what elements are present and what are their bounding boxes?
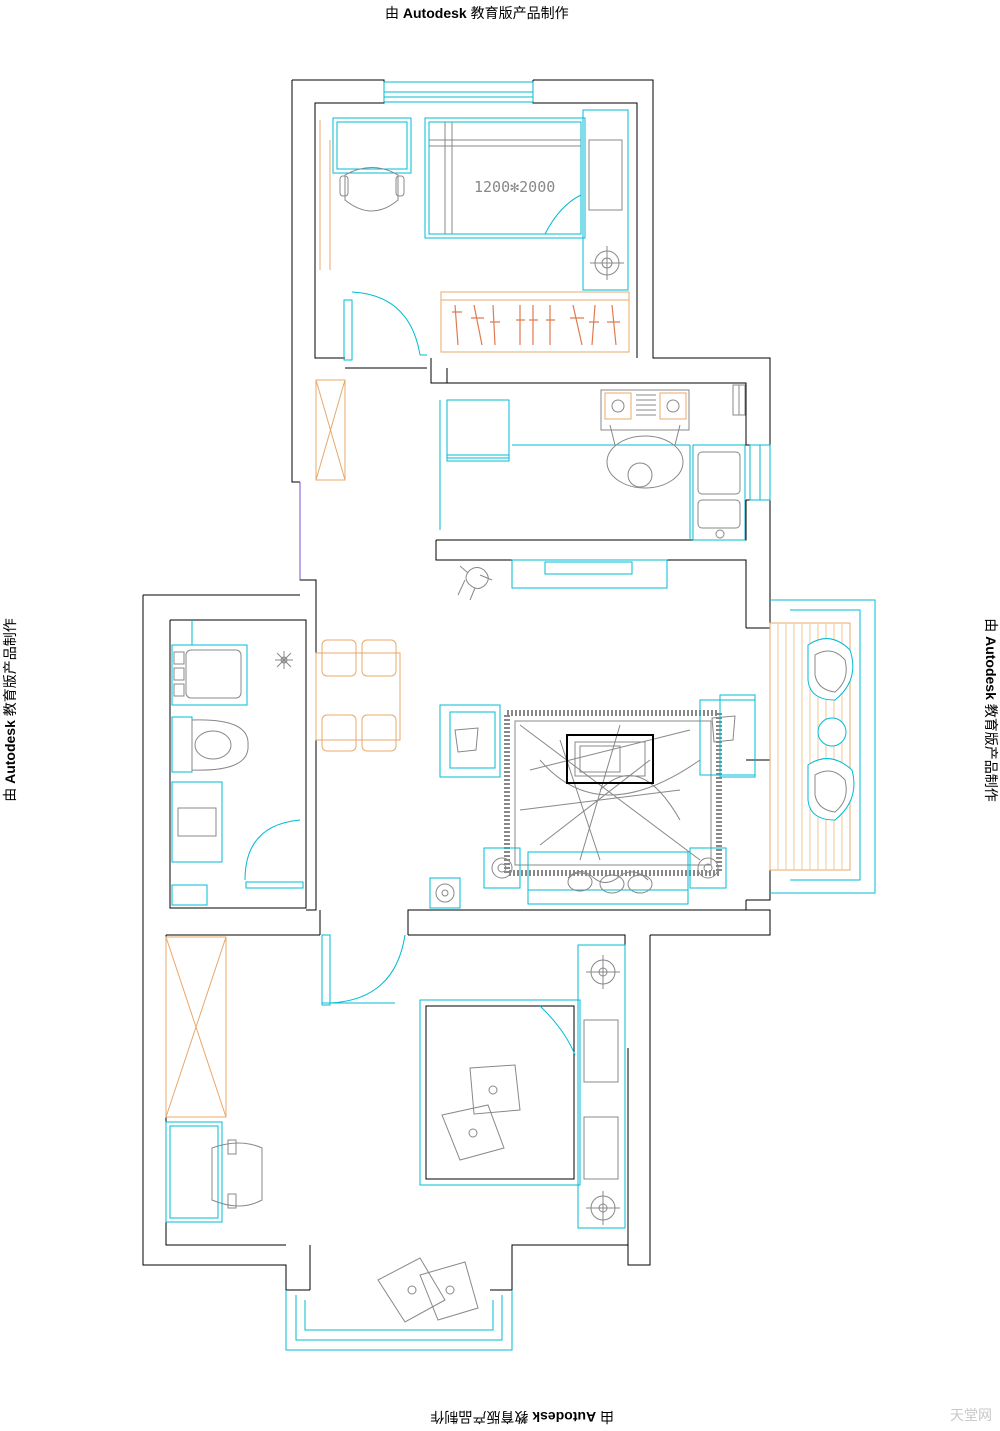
stamp-prefix: 由 <box>385 5 399 21</box>
dining-set <box>315 639 401 752</box>
balcony-east <box>769 622 855 871</box>
kitchen <box>439 384 746 541</box>
watermark-text: 天堂网 <box>950 1408 992 1424</box>
living-room <box>429 694 756 909</box>
plant-icon <box>457 565 493 601</box>
stamp-brand: Autodesk <box>402 5 467 21</box>
watermark-logo: 天堂网 <box>950 1405 992 1425</box>
corridor-cabinet <box>299 379 346 580</box>
balcony-south <box>377 1257 479 1323</box>
bed-size-label: 1200✻2000 <box>474 178 555 196</box>
exterior-walls <box>142 79 790 1291</box>
stamp-suffix: 教育版产品制作 <box>470 5 569 21</box>
lower-bedroom <box>165 934 626 1229</box>
edition-stamp-top: 由 Autodesk 教育版产品制作 <box>385 3 569 23</box>
bathroom <box>171 620 304 906</box>
wardrobe-top-room <box>440 291 630 353</box>
top-bedroom: 1200✻2000 <box>319 109 629 361</box>
